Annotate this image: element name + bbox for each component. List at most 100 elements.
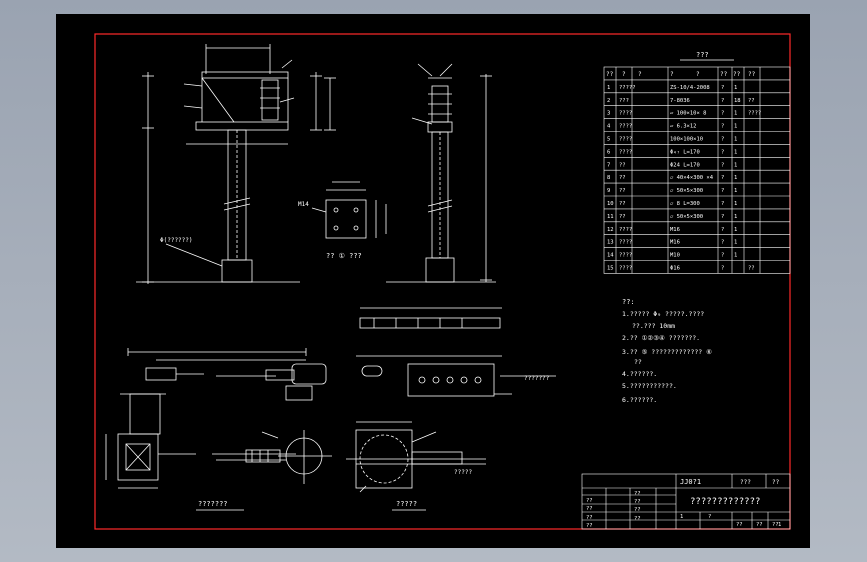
table-cell-name: ???? [619, 240, 632, 246]
table-cell-no: 6 [607, 149, 610, 155]
table-header-cell: ?? [748, 71, 756, 78]
note-line: 1.????? Φ₉ ?????.???? [622, 310, 704, 318]
table-cell-qty: ? [721, 149, 724, 155]
table-cell-no: 8 [607, 175, 610, 181]
table-cell-name: ???? [619, 266, 632, 272]
table-cell-num: 1 [734, 149, 737, 155]
table-cell-spec: ▱ 50×5×300 [670, 214, 703, 220]
table-cell-qty: ? [721, 111, 724, 117]
table-cell-no: 2 [607, 98, 610, 104]
title-block-bottom-cell: ?? [736, 522, 743, 528]
flange-plan-view [346, 421, 486, 493]
table-cell-spec: Φ24 L=170 [670, 162, 700, 168]
table-cell-qty: ? [721, 240, 724, 246]
table-cell-qty: ? [721, 85, 724, 91]
title-block-bottom-cell: ?? [756, 522, 763, 528]
table-header-cell: ?? [606, 71, 614, 78]
table-header-cell: ? [638, 71, 642, 78]
table-cell-name: ???? [619, 137, 632, 143]
title-block-mid-cell: ?? [634, 516, 641, 522]
table-title: ??? [696, 51, 709, 59]
table-header-cell: ?? [720, 71, 728, 78]
table-cell-qty: ? [721, 98, 724, 104]
table-cell-name: ???? [619, 253, 632, 259]
plate-detail-view [311, 181, 387, 239]
title-block-scale-label: ??? [740, 479, 751, 486]
side-elevation-view [386, 63, 496, 283]
title-block-left-cell: ?? [586, 506, 593, 512]
table-header-cell: ? [696, 71, 700, 78]
note-line: ??.??? 10mm [632, 322, 675, 330]
table-cell-num: 1 [734, 201, 737, 207]
notes-heading: ??: [622, 298, 635, 306]
table-cell-no: 7 [607, 162, 610, 168]
table-cell-name: ???? [619, 227, 632, 233]
strip-detail-view [356, 307, 556, 397]
table-cell-no: 14 [607, 253, 614, 259]
title-block-bottom-cell: ?? [772, 522, 779, 528]
title-block-mid-cell: ?? [634, 507, 641, 513]
title-block-main-title: ????????????? [690, 497, 760, 507]
table-cell-no: 13 [607, 240, 614, 246]
table-cell-no: 12 [607, 227, 614, 233]
table-cell-spec: 7-8036 [670, 98, 690, 104]
table-cell-num: 1 [734, 111, 737, 117]
drawing-sheet[interactable]: Φ(??????) [56, 14, 810, 548]
title-block-left-cell: ?? [586, 515, 593, 521]
notes-block: ??: 1.????? Φ₉ ?????.??????.??? 10mm2.??… [622, 298, 712, 404]
title-block: JJ0?1 ??? ?? ????????????? ???????? ????… [581, 473, 791, 530]
table-cell-name: ?? [619, 175, 626, 181]
table-cell-name: ???? [619, 124, 632, 130]
table-cell-spec: M10 [670, 253, 680, 259]
view-a-title: ?? ① ??? [326, 252, 362, 260]
table-header-cell: ? [670, 71, 674, 78]
table-cell-name: ?? [619, 201, 626, 207]
table-cell-num: 1 [734, 162, 737, 168]
table-cell-spec: Φ16 [670, 266, 680, 272]
note-line: 3.?? ⑤ ????????????? ⑥ [622, 348, 712, 356]
label-m14: M14 [298, 201, 309, 208]
front-elevation-view [136, 44, 336, 284]
table-cell-spec: M16 [670, 227, 680, 233]
table-cell-spec: ▱ 8 L=300 [670, 201, 700, 207]
table-cell-no: 1 [607, 85, 610, 91]
table-cell-remark: ???? [748, 111, 761, 117]
table-cell-no: 11 [607, 214, 614, 220]
table-cell-num: 1 [734, 175, 737, 181]
arm-plan-view [105, 348, 327, 489]
table-cell-name: ?? [619, 162, 626, 168]
drawing-canvas[interactable]: Φ(??????) [56, 14, 810, 548]
table-cell-name: ???? [619, 149, 632, 155]
table-cell-name: ??? [619, 98, 629, 104]
table-cell-num: 1 [734, 240, 737, 246]
table-cell-num: 1 [734, 137, 737, 143]
label-detail-callout: ??????? [524, 375, 550, 382]
table-header-cell: ? [622, 71, 626, 78]
table-cell-qty: ? [721, 188, 724, 194]
title-block-left-cell: ?? [586, 498, 593, 504]
note-line: 5.???????????. [622, 382, 677, 390]
view-c-title: ????? [396, 500, 417, 508]
title-block-mid-cell: ?? [634, 491, 641, 497]
table-cell-qty: ? [721, 227, 724, 233]
table-cell-spec: Φ₄₇ L=170 [670, 149, 700, 155]
label-weld-callout: ????? [454, 469, 472, 476]
table-cell-qty: ? [721, 201, 724, 207]
table-cell-spec: ZS-10/4-2008 [670, 85, 710, 91]
table-cell-num: 1 [734, 214, 737, 220]
table-cell-name: ????? [619, 85, 636, 91]
note-line: 4.??????. [622, 370, 657, 378]
note-line: ?? [634, 358, 642, 366]
table-cell-name: ?? [619, 214, 626, 220]
table-cell-spec: ▱ 6.3×12 [670, 124, 697, 130]
table-cell-no: 3 [607, 111, 610, 117]
table-cell-num: 1 [734, 188, 737, 194]
view-b-title: ??????? [198, 500, 228, 508]
title-block-mid-cell: ?? [634, 499, 641, 505]
parts-table: ??? ????????????1?????ZS-10/4-2008?12???… [603, 51, 791, 274]
title-block-sheet-label: ?? [772, 479, 780, 486]
table-cell-num: 18 [734, 98, 741, 104]
table-cell-num: 1 [734, 253, 737, 259]
table-cell-qty: ? [721, 137, 724, 143]
